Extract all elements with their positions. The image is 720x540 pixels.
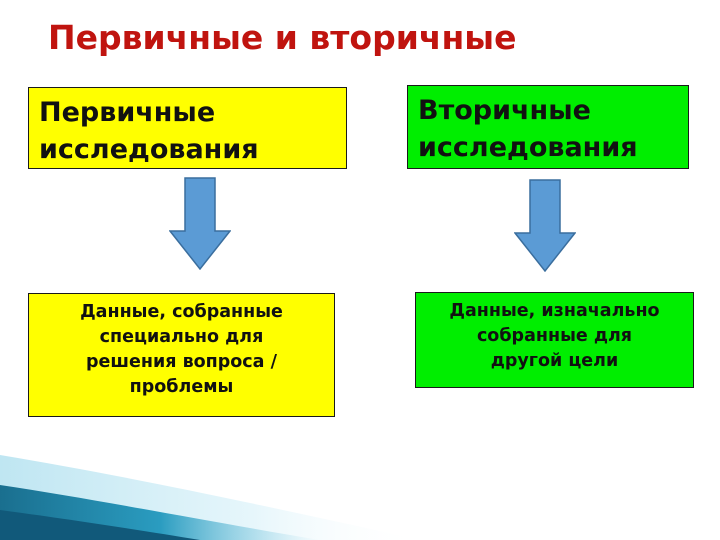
decorative-wave xyxy=(0,455,420,540)
primary-description-line-3: решения вопроса / xyxy=(86,352,277,372)
secondary-description-box: Данные, изначально собранные для другой … xyxy=(415,292,694,388)
primary-description-line-2: специально для xyxy=(99,327,264,347)
down-arrow-icon xyxy=(514,179,576,272)
secondary-research-box: Вторичные исследования xyxy=(407,85,689,169)
slide-title: Первичные и вторичные xyxy=(48,18,517,57)
primary-description-line-4: проблемы xyxy=(129,377,234,397)
primary-description-box: Данные, собранные специально для решения… xyxy=(28,293,335,417)
secondary-heading-line-1: Вторичные xyxy=(418,95,591,126)
primary-description-line-1: Данные, собранные xyxy=(80,302,283,322)
primary-heading-line-1: Первичные xyxy=(39,97,216,128)
secondary-heading-line-2: исследования xyxy=(418,132,638,163)
primary-research-box: Первичные исследования xyxy=(28,87,347,169)
secondary-description-line-1: Данные, изначально xyxy=(449,301,660,321)
down-arrow-icon xyxy=(169,177,231,270)
secondary-description-line-2: собранные для xyxy=(476,326,633,346)
primary-heading-line-2: исследования xyxy=(39,134,259,165)
secondary-description-line-3: другой цели xyxy=(490,351,619,371)
